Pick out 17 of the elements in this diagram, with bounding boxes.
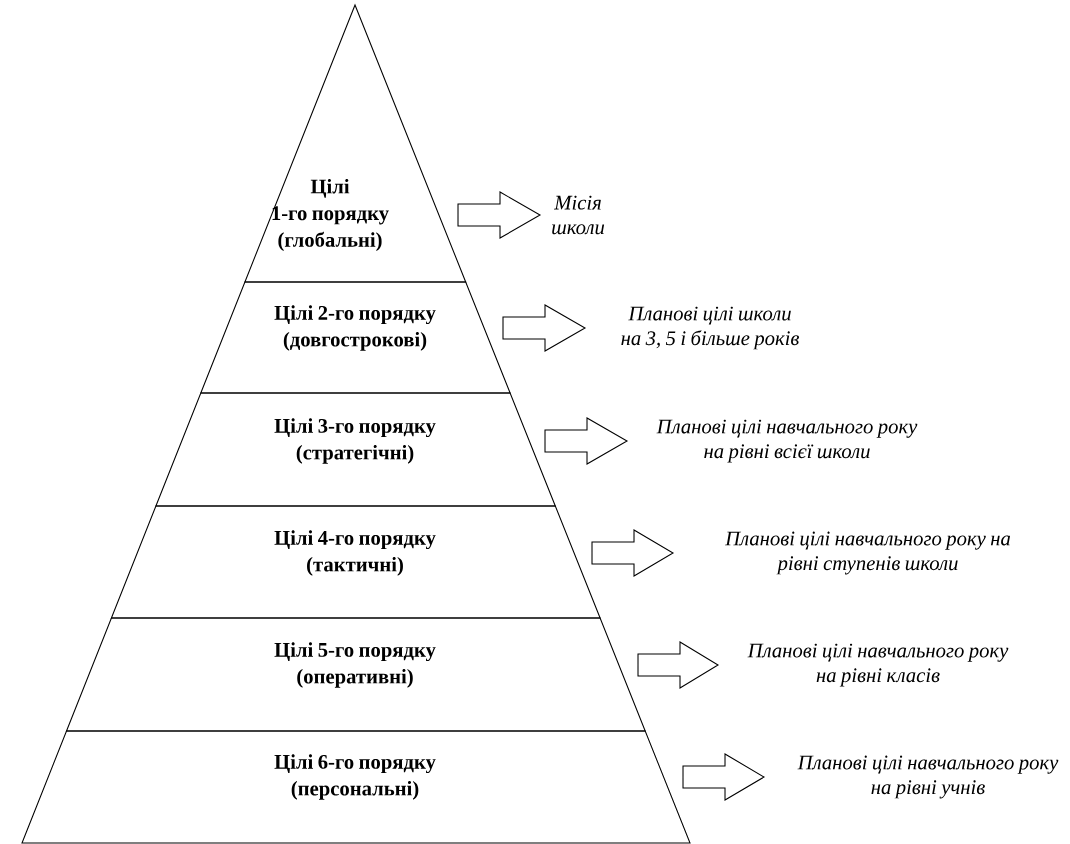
block-arrow	[544, 417, 629, 465]
goal-description: Планові цілі навчального року на рівні ступенів школи	[725, 531, 1011, 575]
block-arrow	[457, 191, 542, 239]
goal-description: Планові цілі навчального року на рівні класів	[747, 643, 1009, 687]
block-arrow	[591, 529, 675, 577]
goal-description: Місія школи	[552, 195, 605, 235]
goal-description: Планові цілі навчального року на рівні учнів	[797, 755, 1059, 799]
goal-description: Планові цілі школи на 3, 5 і більше років	[621, 306, 800, 350]
goal-description: Планові цілі навчального року на рівні всієї школи	[656, 419, 918, 463]
block-arrow	[637, 641, 720, 689]
pyramid-level: Цілі 4-го порядку (тактичні)	[110, 505, 601, 619]
block-arrow	[682, 753, 766, 801]
block-arrow	[502, 304, 587, 352]
pyramid-level: Цілі 6-го порядку (персональні)	[21, 730, 691, 844]
pyramid-level: Цілі 3-го порядку (стратегічні)	[155, 392, 557, 507]
pyramid-level: Цілі 2-го порядку (довгострокові)	[200, 281, 511, 394]
pyramid-level: Цілі 5-го порядку (оперативні)	[65, 617, 646, 732]
